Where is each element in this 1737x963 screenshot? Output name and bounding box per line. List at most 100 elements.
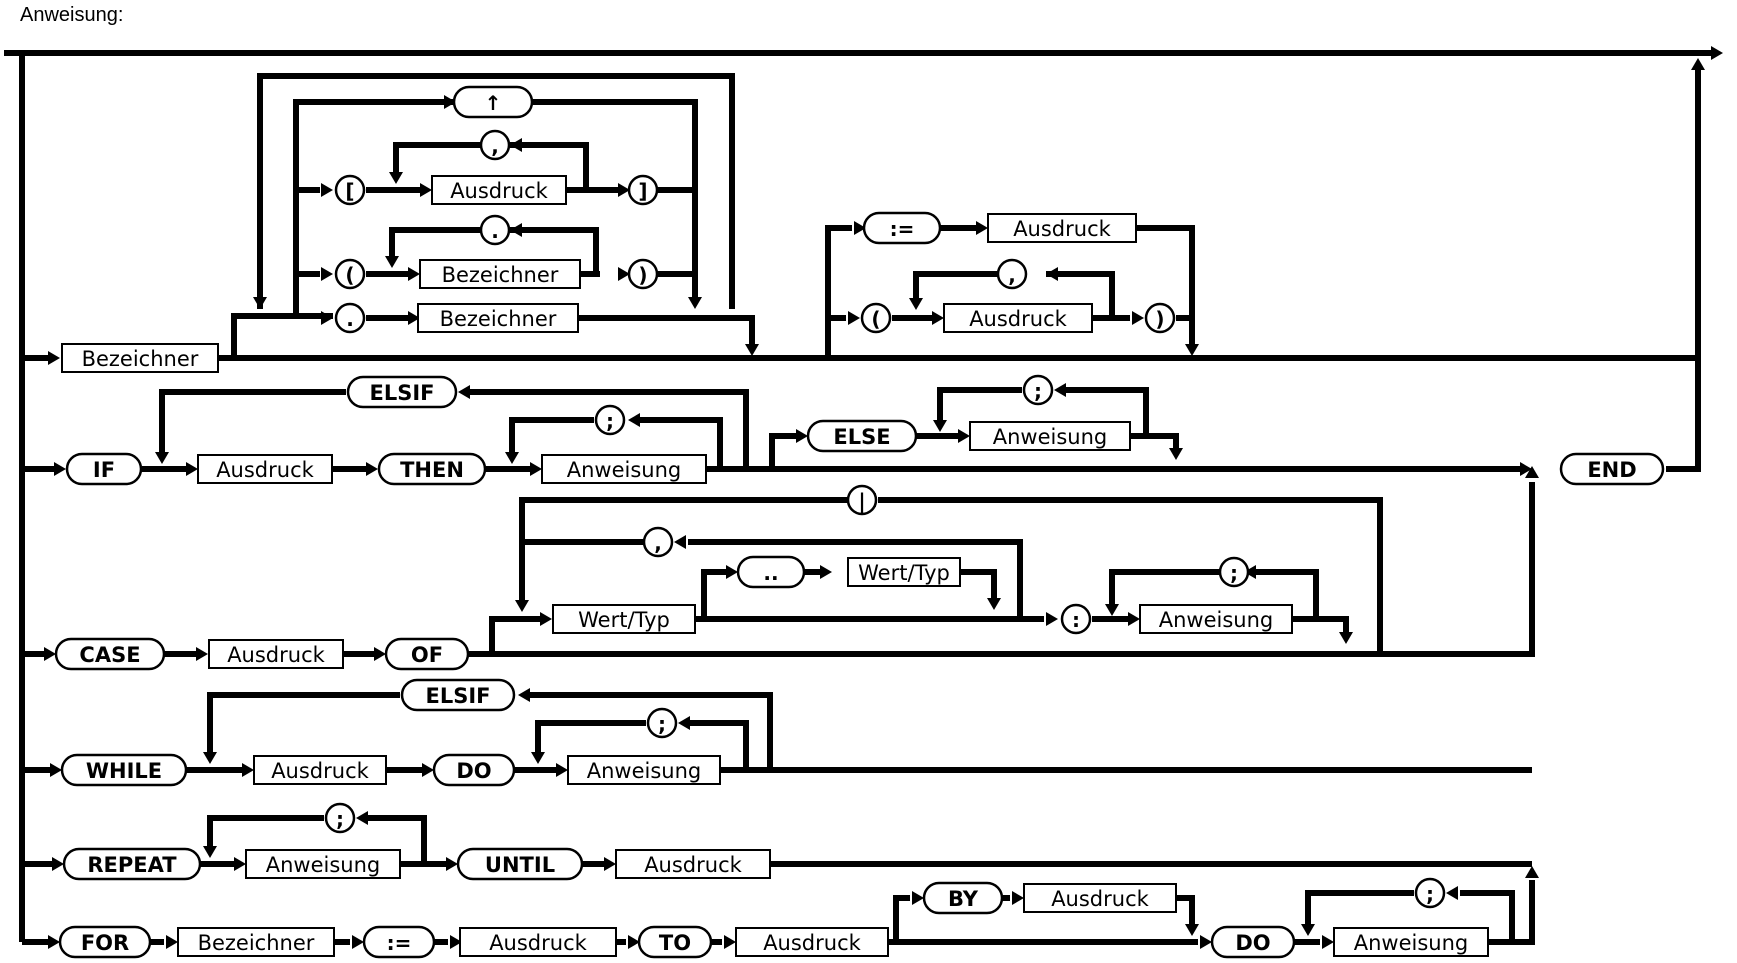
connector-line-93	[1460, 890, 1515, 942]
while-terminal-label: WHILE	[86, 759, 162, 783]
case-wert-box-label: Wert/Typ	[578, 608, 670, 632]
arrow-head-r	[366, 462, 378, 476]
of-terminal-label: OF	[411, 643, 443, 667]
typeguard-dot-terminal-label: .	[491, 219, 499, 243]
assign-terminal-label: :=	[890, 217, 915, 241]
connector-line-90	[893, 895, 910, 942]
connector-line-56	[1256, 569, 1319, 619]
arrow-head-r	[1046, 612, 1058, 626]
typeguard-bezeichner-box: Bezeichner	[419, 259, 581, 289]
arrow-head-r	[408, 267, 420, 281]
call-lparen-terminal-label: (	[871, 307, 880, 331]
arrow-head-r	[54, 462, 66, 476]
arrow-head-l	[674, 535, 686, 549]
case-anweisung-box: Anweisung	[1139, 604, 1293, 634]
arrow-head-d	[505, 452, 519, 464]
arrow-head-l	[458, 385, 470, 399]
repeat-semicolon-terminal-label: ;	[336, 807, 344, 831]
arrow-head-d	[1105, 604, 1119, 616]
arrow-head-r	[530, 462, 542, 476]
by-ausdruck-box: Ausdruck	[1023, 883, 1177, 913]
connector-line-9	[533, 99, 698, 298]
arrow-head-r	[848, 311, 860, 325]
for-terminal: FOR	[58, 925, 152, 959]
until-terminal: UNTIL	[456, 847, 584, 881]
arrow-head-d	[1185, 344, 1199, 356]
arrow-head-r	[50, 763, 62, 777]
arrow-head-r	[820, 565, 832, 579]
typeguard-lparen-terminal: (	[334, 258, 366, 290]
arrow-head-r	[556, 763, 568, 777]
arrow-head-d	[515, 600, 529, 612]
until-ausdruck-box-label: Ausdruck	[644, 853, 742, 877]
arrow-head-r	[796, 429, 808, 443]
connector-line-46	[1066, 387, 1149, 436]
case-semicolon-terminal: ;	[1218, 556, 1250, 588]
for-assign-terminal-label: :=	[387, 931, 412, 955]
arrow-head-r	[932, 311, 944, 325]
arrow-head-d	[745, 344, 759, 356]
then-anweisung-box-label: Anweisung	[567, 458, 682, 482]
end-terminal: END	[1559, 452, 1665, 486]
arrow-head-r	[186, 462, 198, 476]
for-anweisung-box-label: Anweisung	[1354, 931, 1469, 955]
repeat-terminal: REPEAT	[62, 847, 202, 881]
if-ausdruck-box: Ausdruck	[197, 454, 333, 484]
then-anweisung-box: Anweisung	[541, 454, 707, 484]
connector-line-10	[257, 73, 735, 309]
arrow-head-d	[531, 752, 545, 764]
connector-line-24	[578, 315, 755, 344]
case-comma-terminal: ,	[642, 526, 674, 558]
lbracket-terminal-label: [	[345, 179, 354, 203]
connector-line-39	[470, 389, 749, 469]
case-wert-box: Wert/Typ	[552, 604, 696, 634]
arrow-head-r	[242, 763, 254, 777]
index-ausdruck-box-label: Ausdruck	[450, 179, 548, 203]
connector-line-22	[389, 227, 480, 256]
for-do-terminal-label: DO	[1235, 931, 1270, 955]
connector-line-64	[519, 497, 848, 600]
index-comma-terminal-label: ,	[491, 134, 499, 158]
connector-line-79	[368, 815, 427, 864]
while-anweisung-box-label: Anweisung	[587, 759, 702, 783]
index-ausdruck-box: Ausdruck	[431, 175, 567, 205]
connector-line-25	[825, 225, 852, 358]
arrow-head-l	[356, 811, 368, 825]
arrow-head-d	[389, 172, 403, 184]
caret-terminal-label: ↑	[485, 91, 502, 115]
case-bar-terminal-label: |	[858, 489, 865, 513]
connector-line-45	[1130, 433, 1179, 448]
arrow-head-l	[1046, 267, 1058, 281]
typeguard-bezeichner-box-label: Bezeichner	[442, 263, 559, 287]
by-terminal: BY	[922, 881, 1004, 915]
else-anweisung-box-label: Anweisung	[993, 425, 1108, 449]
arrow-head-r	[854, 221, 866, 235]
connector-line-40	[159, 389, 346, 452]
assign-ausdruck-box-label: Ausdruck	[1013, 217, 1111, 241]
range-terminal-label: ..	[763, 561, 778, 585]
while-elsif-terminal: ELSIF	[400, 678, 516, 712]
field-dot-terminal-label: .	[346, 307, 354, 331]
arrow-head-l	[1244, 565, 1256, 579]
repeat-anweisung-box-label: Anweisung	[266, 853, 381, 877]
for-do-terminal: DO	[1210, 925, 1296, 959]
if-ausdruck-box-label: Ausdruck	[216, 458, 314, 482]
arrow-head-r	[958, 429, 970, 443]
caret-terminal: ↑	[452, 85, 534, 119]
for-semicolon-terminal: ;	[1414, 877, 1446, 909]
call-ausdruck-box-label: Ausdruck	[969, 307, 1067, 331]
arrow-head-d	[987, 598, 1001, 610]
connector-line-61	[688, 539, 1023, 619]
if-terminal: IF	[65, 452, 143, 486]
connector-line-42	[509, 417, 594, 452]
arrow-head-r	[166, 935, 178, 949]
arrow-head-u	[1525, 866, 1539, 878]
case-bar-terminal: |	[846, 484, 878, 516]
for-end-ausdruck-box-label: Ausdruck	[763, 931, 861, 955]
for-bezeichner-box: Bezeichner	[177, 927, 335, 957]
by-terminal-label: BY	[948, 887, 979, 911]
typeguard-dot-terminal: .	[479, 214, 511, 246]
bezeichner-box-start: Bezeichner	[61, 343, 219, 373]
elsif-terminal-label: ELSIF	[369, 381, 434, 405]
while-elsif-terminal-label: ELSIF	[425, 684, 490, 708]
